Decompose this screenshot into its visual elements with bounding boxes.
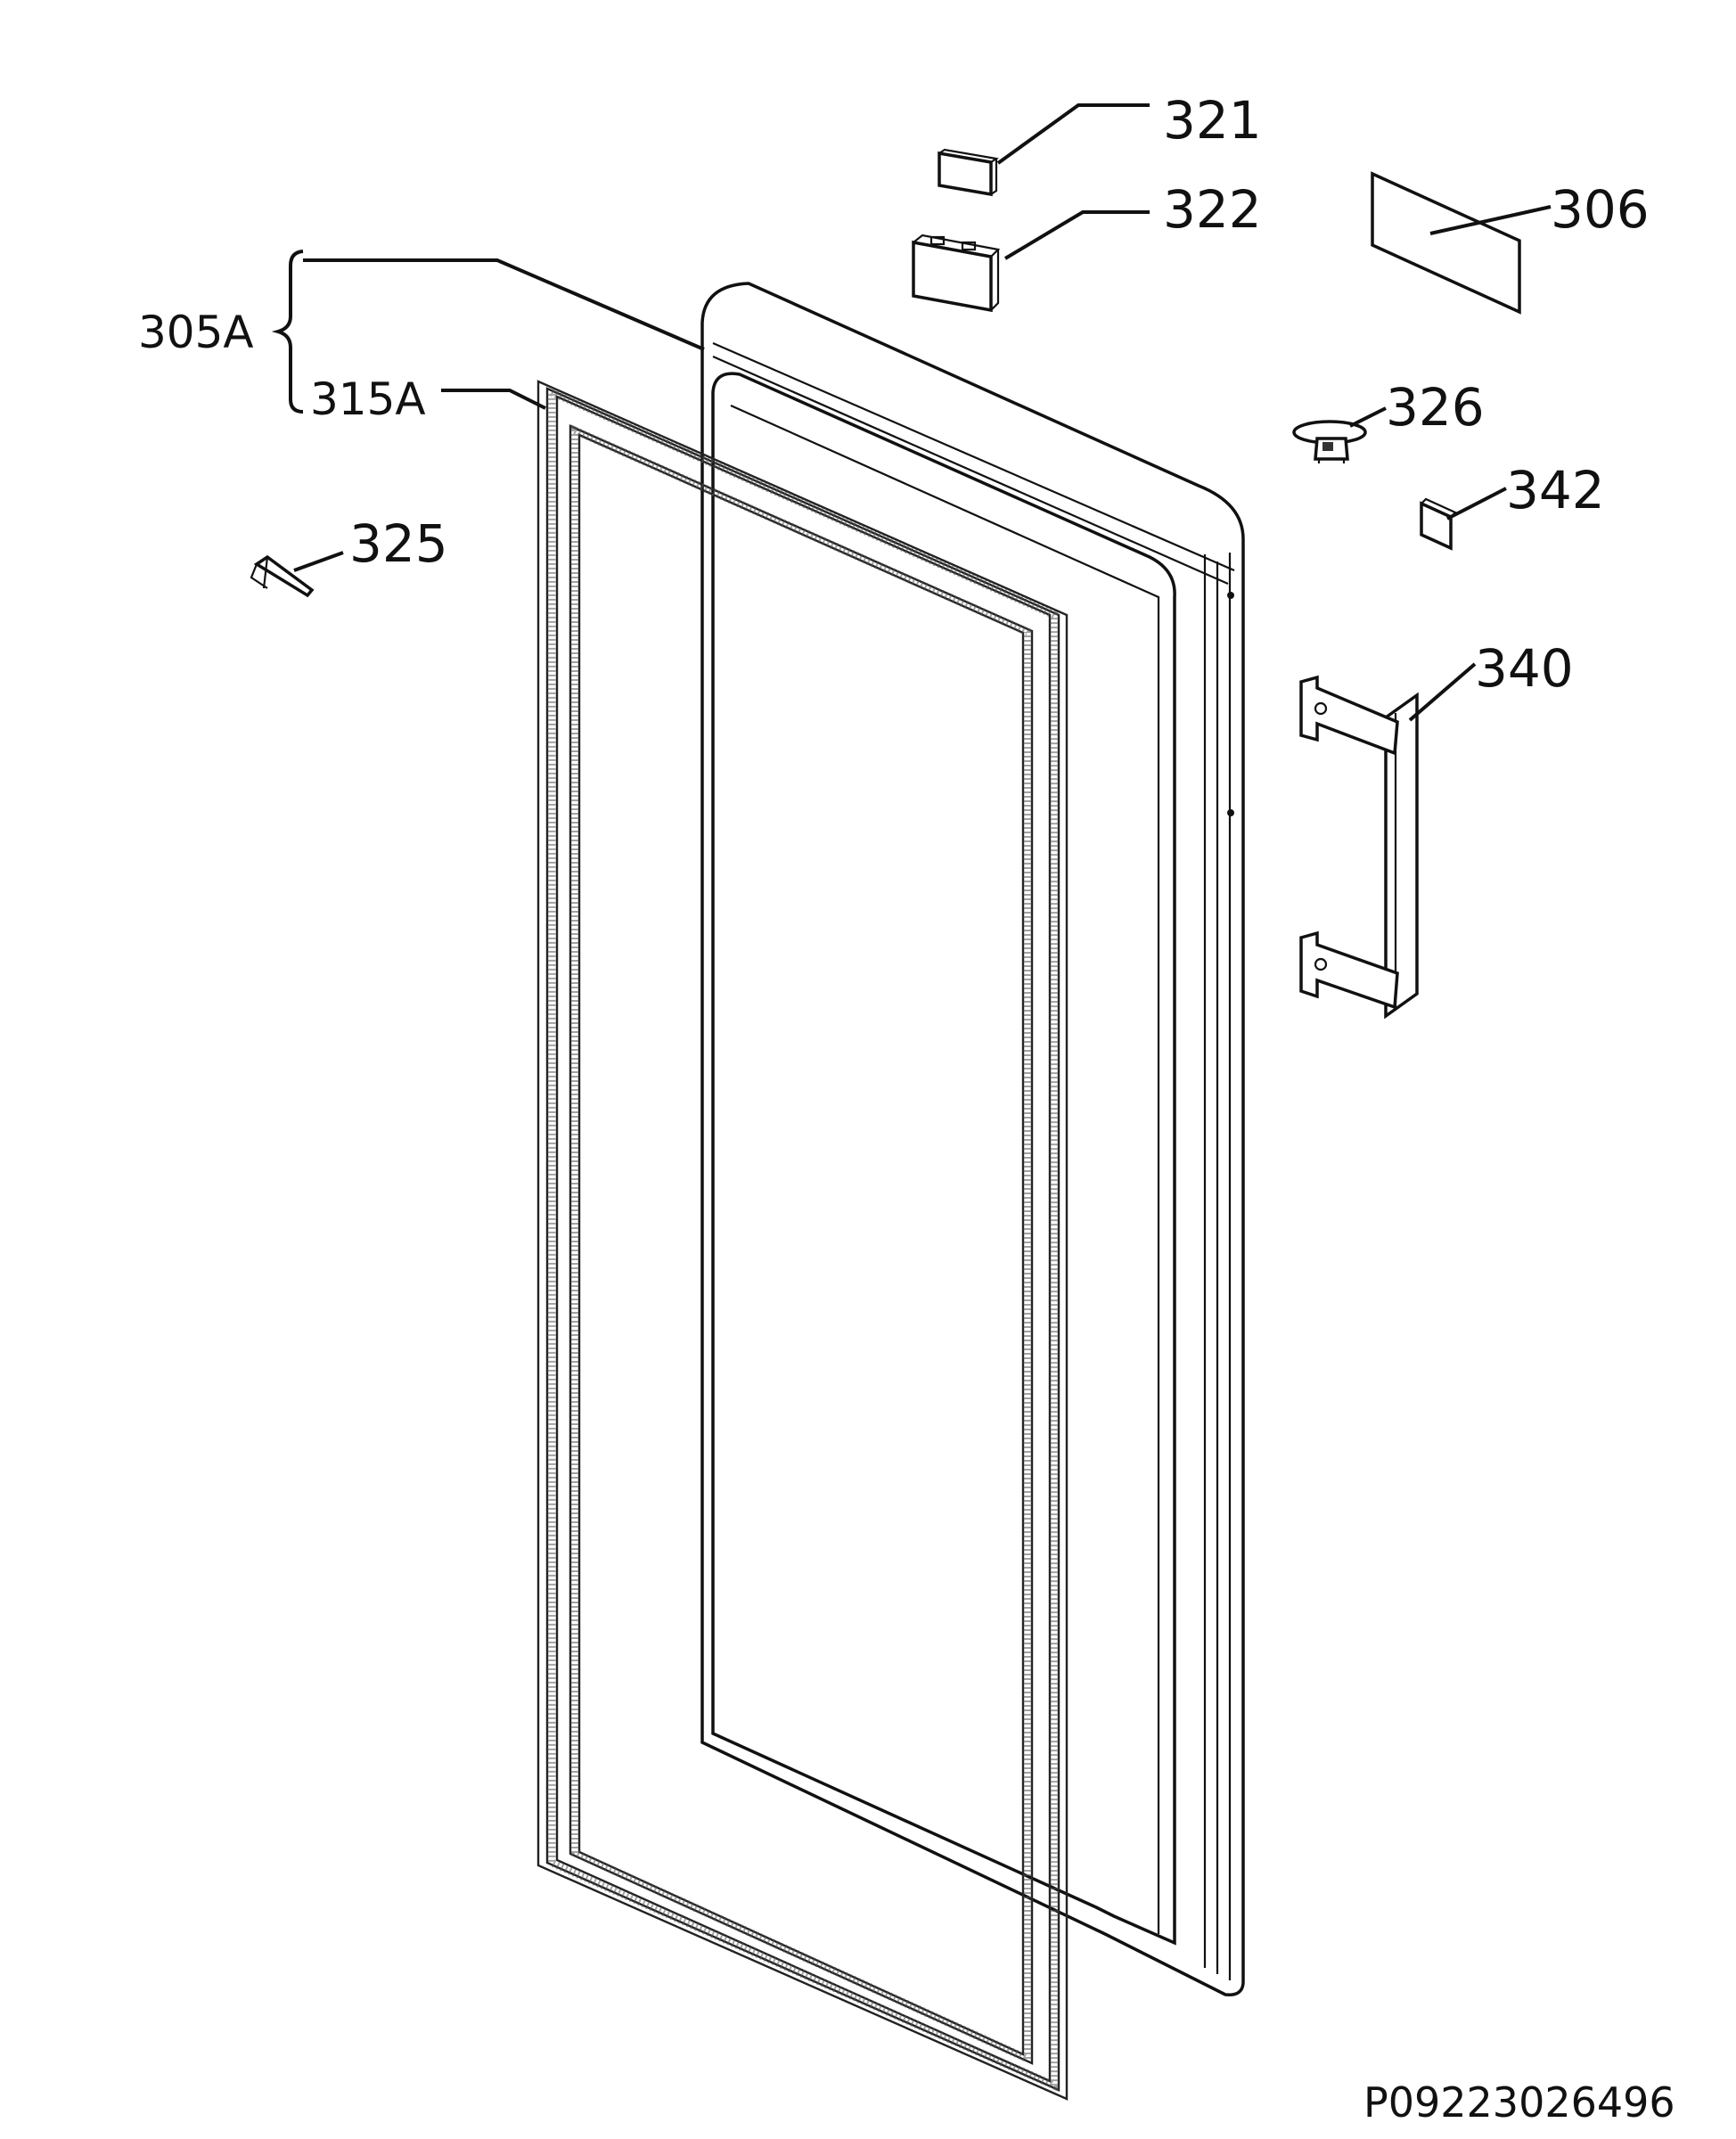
leader-340 (1408, 662, 1477, 722)
part-340-handle-icon (1299, 675, 1419, 1020)
assembly-brace (271, 250, 304, 414)
part-326-pin-icon (1292, 420, 1367, 463)
part-342-cover-plate-icon (1420, 497, 1457, 551)
leader-305A (303, 258, 705, 351)
label-342: 342 (1506, 460, 1605, 520)
label-306: 306 (1551, 179, 1650, 240)
leader-322 (1003, 210, 1150, 260)
leader-321 (996, 103, 1150, 165)
part-322-cover-icon (912, 234, 1001, 313)
label-305A: 305A (138, 307, 254, 358)
leader-326 (1349, 406, 1387, 428)
label-321: 321 (1163, 90, 1262, 151)
label-340: 340 (1475, 638, 1574, 699)
leader-306 (1429, 205, 1552, 235)
label-315A: 315A (310, 373, 426, 425)
leader-342 (1446, 487, 1507, 520)
screw-hole-icon (1227, 809, 1234, 816)
label-325: 325 (349, 513, 448, 574)
leader-325 (293, 551, 344, 572)
leader-315A (441, 389, 546, 410)
part-325-rivet-icon (250, 554, 315, 598)
part-306-plate-icon (1371, 171, 1521, 315)
label-322: 322 (1163, 179, 1262, 240)
door-gasket (536, 380, 1069, 2101)
label-326: 326 (1386, 377, 1485, 438)
screw-hole-icon (1227, 592, 1234, 599)
reference-code: P09223026496 (1363, 2078, 1675, 2127)
part-321-cap-icon (938, 148, 999, 197)
door-panel (700, 282, 1245, 1996)
